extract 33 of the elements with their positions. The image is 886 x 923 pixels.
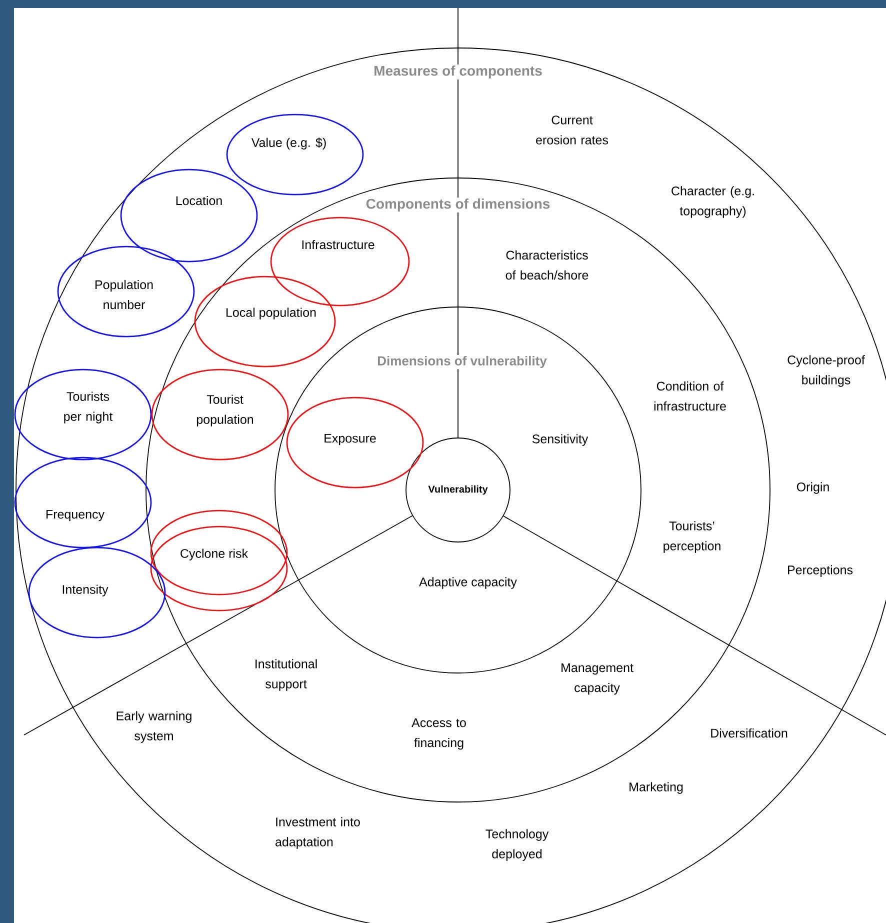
item-label: Characteristics of beach/shore — [506, 250, 588, 280]
item-label: Institutional support — [256, 659, 317, 691]
ring-heading: Dimensions of vulnerability — [376, 354, 548, 370]
ellipse-node: Value (e.g. $) — [226, 114, 364, 196]
ellipse-node: Infrastructure — [270, 216, 410, 306]
item-label: Tourists’ perception — [664, 521, 720, 553]
ellipse-node: Cyclone risk — [150, 510, 288, 612]
item-label: Investment into adaptation — [276, 817, 360, 849]
item-label: Current erosion rates — [536, 116, 608, 144]
ring-heading: Measures of components — [372, 64, 544, 80]
item-label: Origin — [796, 482, 829, 494]
item-label: Diversification — [711, 728, 788, 738]
ellipse-node: Tourists per night — [14, 368, 152, 460]
ellipse-node: Tourist population — [151, 368, 289, 460]
item-label: Technology deployed — [486, 829, 549, 861]
ellipse-node: Frequency — [14, 456, 152, 548]
ellipse-node: Exposure — [286, 396, 424, 488]
item-label: Character (e.g. topography) — [672, 186, 754, 218]
ellipse-node: Population number — [57, 246, 195, 338]
item-label: Perceptions — [788, 565, 853, 577]
item-label: Marketing — [630, 782, 683, 794]
ring-heading: Components of dimensions — [364, 197, 552, 213]
item-label: Management capacity — [562, 663, 634, 695]
item-label: Sensitivity — [532, 434, 588, 446]
item-label: Condition of infrastructure — [654, 381, 726, 411]
item-label: Cyclone-proof buildings — [788, 355, 865, 387]
ellipse-node: Location — [120, 168, 258, 262]
item-label: Adaptive capacity — [419, 577, 517, 589]
ring — [16, 48, 886, 923]
item-label: Early warning system — [116, 711, 192, 743]
item-label: Access to financing — [412, 718, 466, 750]
ellipse-node: Intensity — [28, 546, 166, 638]
ellipse-node: Local population — [194, 276, 336, 368]
